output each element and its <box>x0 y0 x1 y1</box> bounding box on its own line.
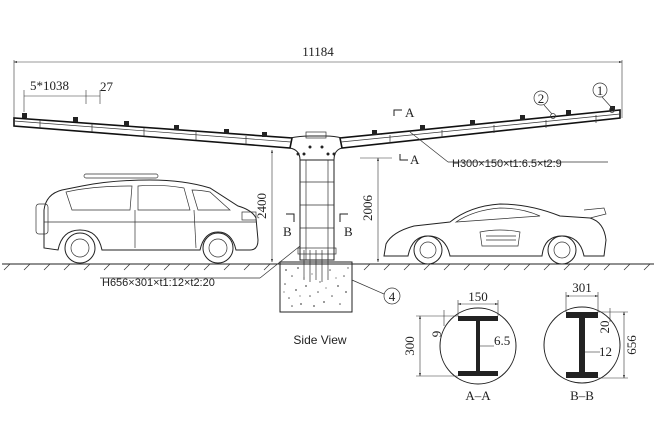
bb-flange-thickness: 20 <box>597 321 612 334</box>
aa-flange-thickness: 9 <box>429 331 444 338</box>
left-height-dimension: 2400 <box>254 149 274 263</box>
overall-span-dimension: 11184 <box>13 44 623 118</box>
purlin-spacing-dimension: 5*1038 27 <box>23 78 114 112</box>
left-canopy-beam <box>13 113 293 149</box>
section-b-left-label: B <box>283 224 292 239</box>
purlin-spacing-label: 5*1038 <box>30 78 69 93</box>
steel-column <box>297 159 337 282</box>
callout-2: 2 <box>533 90 556 119</box>
callout-4-label: 4 <box>389 289 396 304</box>
beam-spec-leader: H300×150×t1:6.5×t2:9 <box>409 131 608 170</box>
beam-spec-label: H300×150×t1:6.5×t2:9 <box>452 158 562 170</box>
left-height-label: 2400 <box>254 193 269 219</box>
column-spec-leader: H656×301×t1:12×t2:20 <box>100 245 301 289</box>
aa-flange-width: 150 <box>468 289 488 304</box>
right-height-label: 2006 <box>360 195 375 222</box>
callout-1: 1 <box>592 82 615 113</box>
aa-title: A–A <box>465 388 491 403</box>
callout-2-label: 2 <box>538 91 545 106</box>
callout-4: 4 <box>351 279 401 305</box>
section-mark-b: B B <box>283 213 353 239</box>
aa-web-thickness: 6.5 <box>494 333 510 348</box>
sports-car-illustration <box>383 203 607 265</box>
section-a-top-label: A <box>405 105 415 120</box>
column-spec-label: H656×301×t1:12×t2:20 <box>102 277 215 289</box>
right-height-dimension: 2006 <box>360 157 392 263</box>
aa-height: 300 <box>402 336 417 356</box>
view-title: Side View <box>293 333 346 347</box>
bb-title: B–B <box>570 388 594 403</box>
bb-height: 656 <box>624 335 639 355</box>
bb-web-thickness: 12 <box>599 344 612 359</box>
section-mark-a: A A <box>393 105 420 167</box>
ground-line <box>2 263 654 271</box>
right-canopy-beam <box>339 106 621 149</box>
section-a-bottom-label: A <box>410 152 420 167</box>
suv-illustration <box>35 173 259 264</box>
overall-span-label: 11184 <box>302 44 334 59</box>
bb-flange-width: 301 <box>572 280 592 295</box>
edge-offset-label: 27 <box>100 79 114 94</box>
section-b-right-label: B <box>344 224 353 239</box>
beam-column-joint <box>289 131 343 161</box>
section-bb-detail: 301 656 20 12 B–B <box>543 280 639 403</box>
section-aa-detail: 150 300 9 6.5 A–A <box>402 289 517 403</box>
callout-1-label: 1 <box>597 83 604 98</box>
concrete-foundation <box>279 261 353 313</box>
